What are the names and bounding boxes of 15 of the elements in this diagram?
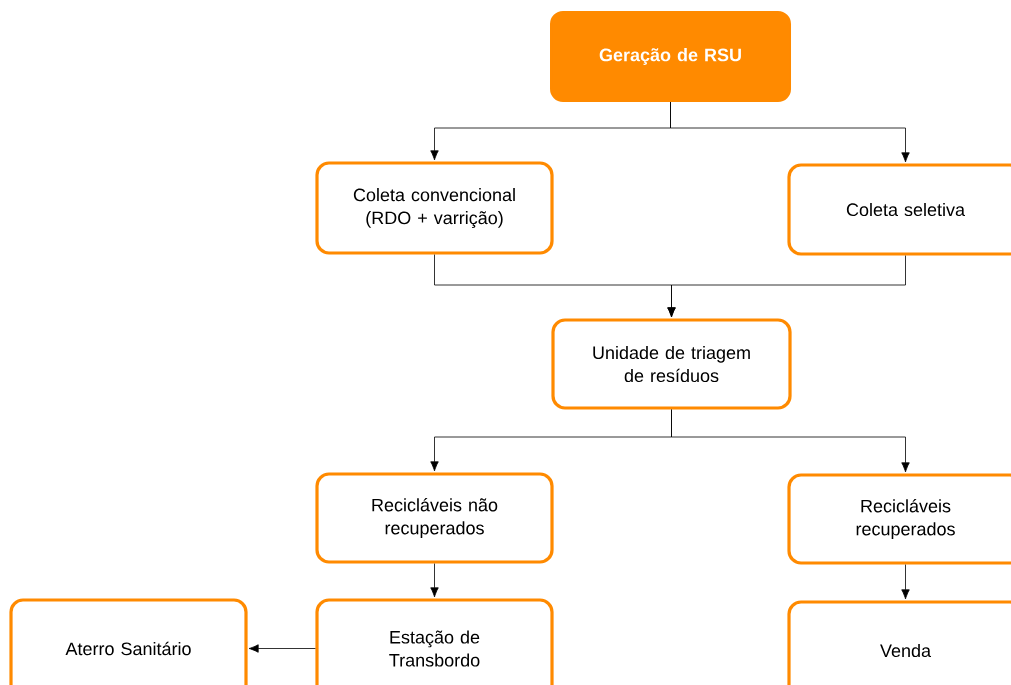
arrow <box>671 409 910 473</box>
process-box: Estação de Transbordo <box>315 598 554 685</box>
arrow <box>430 563 439 598</box>
arrow <box>667 255 906 318</box>
arrow <box>670 101 910 163</box>
process-box: Recicláveis recuperados <box>787 473 1011 565</box>
process-box: Coleta convencional (RDO + varrição) <box>315 161 554 255</box>
process-box: Recicláveis não recuperados <box>315 472 554 564</box>
process-box: Venda <box>787 600 1011 685</box>
process-box: Unidade de triagem de resíduos <box>551 318 792 410</box>
process-box: Aterro Sanitário <box>9 598 248 685</box>
process-box: Coleta seletiva <box>787 163 1011 256</box>
arrow <box>901 564 910 600</box>
start-box: Geração de RSU <box>550 11 791 102</box>
arrow <box>248 644 316 653</box>
